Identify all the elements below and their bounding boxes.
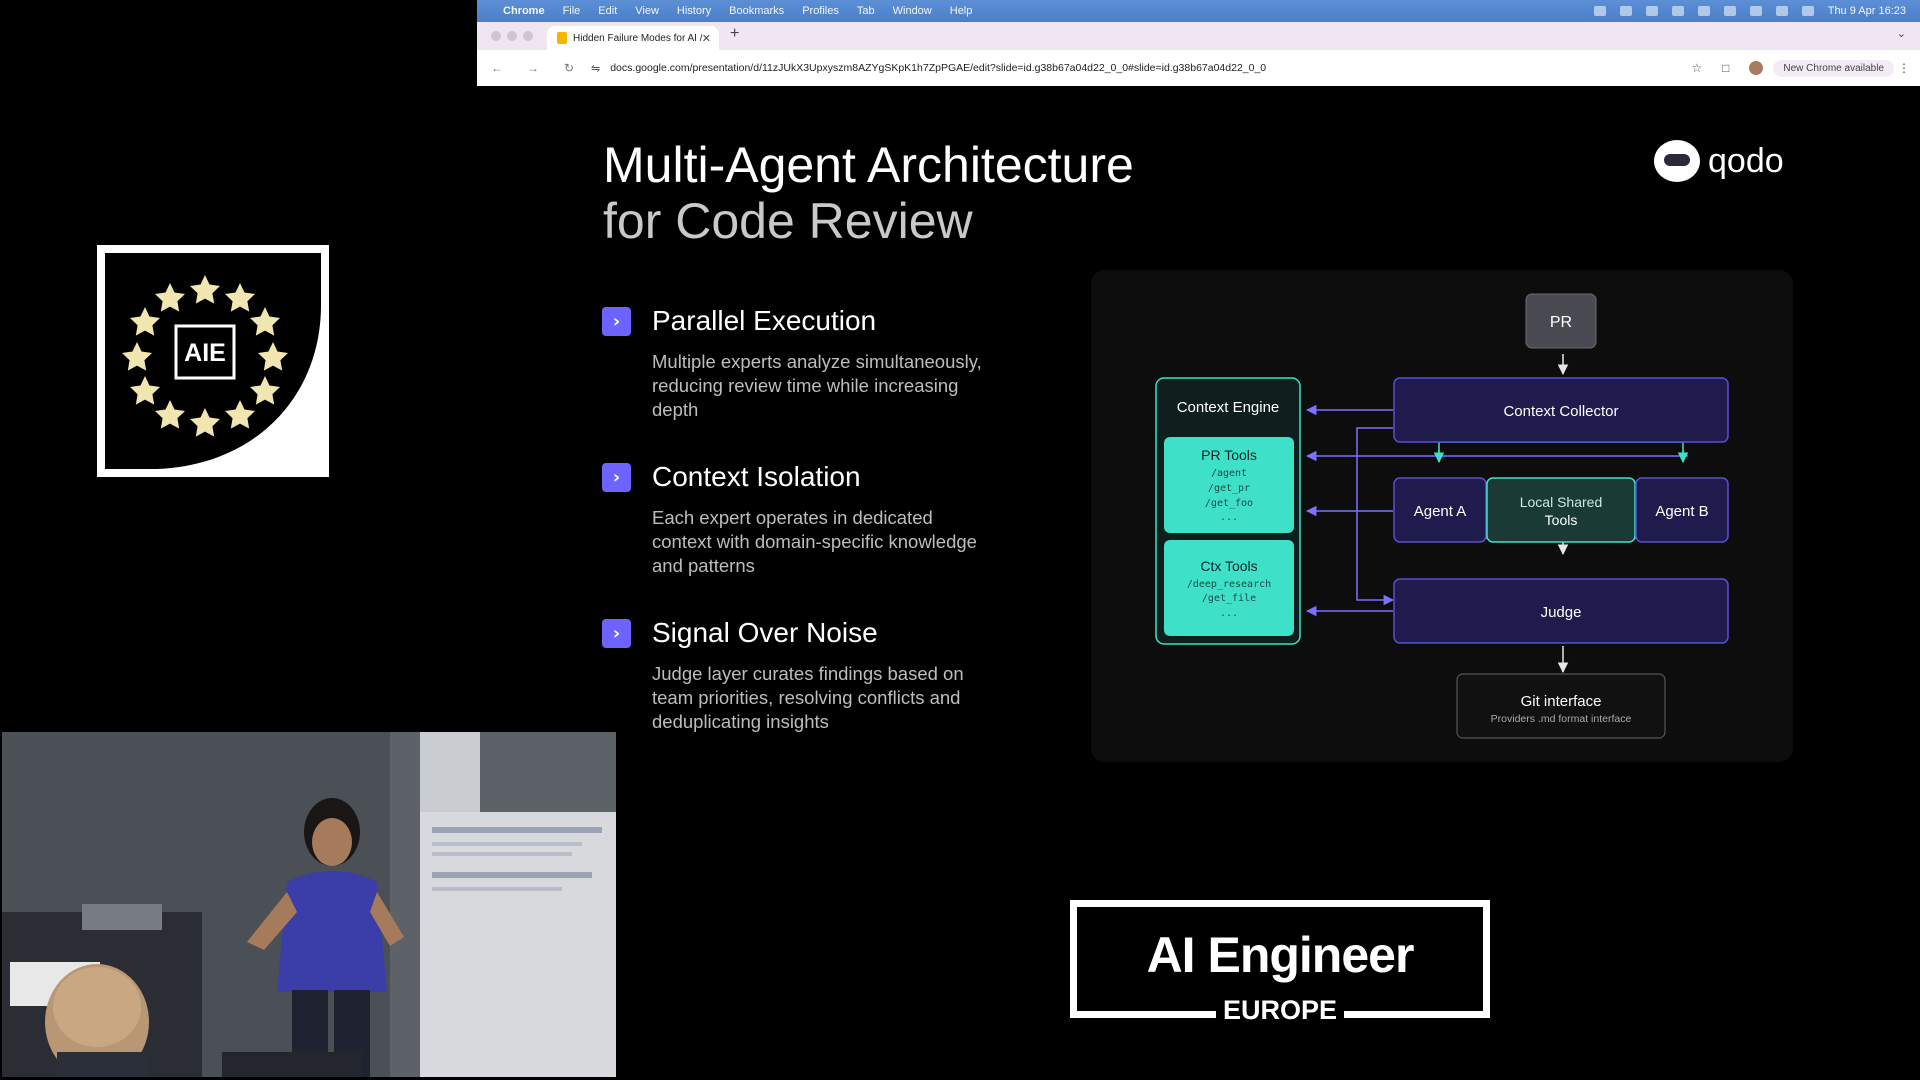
- speaker-video-feed: [2, 732, 616, 1077]
- menu-view[interactable]: View: [635, 5, 659, 17]
- menubar-clock[interactable]: Thu 9 Apr 16:23: [1827, 5, 1906, 17]
- edge-collector-agents: [1438, 441, 1684, 462]
- context-engine-label: Context Engine: [1177, 399, 1280, 416]
- menu-file[interactable]: File: [562, 5, 581, 17]
- status-icon[interactable]: [1593, 6, 1606, 16]
- agent-b-label: Agent B: [1655, 503, 1708, 520]
- close-window-button[interactable]: [491, 31, 501, 41]
- node-context-engine: Context Engine PR Tools /agent /get_pr /…: [1155, 377, 1301, 645]
- menubar-status-area: Thu 9 Apr 16:23: [1593, 5, 1906, 17]
- status-icon[interactable]: [1671, 6, 1684, 16]
- qodo-wordmark: qodo: [1708, 141, 1784, 180]
- reload-icon[interactable]: ↻: [563, 61, 575, 75]
- status-icon[interactable]: [1645, 6, 1658, 16]
- feature-heading: Signal Over Noise: [652, 617, 878, 648]
- edge-agentb-context-engine: [1305, 450, 1688, 462]
- menu-window[interactable]: Window: [892, 5, 932, 17]
- ai-engineer-europe-logo: AI Engineer EUROPE: [1070, 900, 1490, 1026]
- slide-title: Multi-Agent Architecture: [603, 137, 1134, 193]
- feature-description: Multiple experts analyze simultaneously,…: [652, 351, 982, 420]
- menu-bookmarks[interactable]: Bookmarks: [729, 5, 785, 17]
- node-agent-b: Agent B: [1635, 477, 1729, 543]
- pr-tools-title: PR Tools: [1201, 447, 1257, 463]
- pr-tools-item: /get_pr: [1208, 483, 1250, 494]
- node-local-shared-tools: Local Shared Tools: [1486, 477, 1636, 543]
- menu-profiles[interactable]: Profiles: [802, 5, 839, 17]
- macos-menubar: Chrome File Edit View History Bookmarks …: [477, 0, 1920, 22]
- back-arrow-icon[interactable]: ←: [491, 61, 503, 75]
- menu-tab[interactable]: Tab: [856, 5, 875, 17]
- node-pr-label: PR: [1550, 314, 1572, 331]
- chevron-right-icon: ›: [602, 307, 631, 336]
- status-icon[interactable]: [1619, 6, 1632, 16]
- chevron-right-icon: ›: [602, 463, 631, 492]
- node-judge: Judge: [1393, 578, 1729, 644]
- battery-icon[interactable]: [1723, 6, 1736, 16]
- git-interface-title: Git interface: [1521, 693, 1602, 710]
- pr-tools-item: ...: [1220, 512, 1238, 523]
- site-info-icon[interactable]: ⇋: [591, 62, 601, 75]
- feature-parallel-execution: › Parallel Execution Multiple experts an…: [602, 305, 1022, 420]
- tab-search-chevron-icon[interactable]: ⌄: [1896, 27, 1906, 40]
- menu-history[interactable]: History: [676, 5, 712, 17]
- wifi-icon[interactable]: [1749, 6, 1762, 16]
- tab-title: Hidden Failure Modes for AI /: [573, 32, 702, 44]
- status-icon[interactable]: [1697, 6, 1710, 16]
- minimize-window-button[interactable]: [507, 31, 517, 41]
- extensions-icon[interactable]: □: [1722, 61, 1730, 75]
- feature-heading: Parallel Execution: [652, 305, 877, 336]
- judge-label: Judge: [1541, 604, 1582, 621]
- pr-tools-item: /get_foo: [1205, 498, 1253, 509]
- feature-description: Judge layer curates findings based on te…: [652, 663, 964, 732]
- git-interface-subtitle: Providers .md format interface: [1491, 713, 1632, 725]
- menu-edit[interactable]: Edit: [598, 5, 618, 17]
- tab-close-icon[interactable]: ✕: [701, 32, 711, 45]
- slide-subtitle: for Code Review: [603, 193, 973, 249]
- node-pr: PR: [1525, 293, 1597, 349]
- local-shared-tools-line1: Local Shared: [1520, 494, 1603, 510]
- agent-a-label: Agent A: [1414, 503, 1467, 520]
- qodo-mascot-icon: [1654, 140, 1700, 182]
- address-bar[interactable]: docs.google.com/presentation/d/11zJUkX3U…: [610, 62, 1267, 74]
- ctx-tools-item: ...: [1220, 608, 1238, 619]
- menu-app[interactable]: Chrome: [503, 5, 545, 17]
- local-shared-tools-line2: Tools: [1545, 512, 1578, 528]
- browser-tab-active[interactable]: Hidden Failure Modes for AI / ✕: [547, 26, 719, 50]
- star-ring-icon: [122, 275, 288, 437]
- feature-description: Each expert operates in dedicated contex…: [652, 507, 977, 576]
- tab-strip: Hidden Failure Modes for AI / ✕ + ⌄: [477, 22, 1920, 50]
- chevron-right-icon: ›: [602, 619, 631, 648]
- aie-badge-text: AIE: [184, 339, 226, 367]
- bookmark-star-icon[interactable]: ☆: [1691, 61, 1703, 75]
- architecture-diagram: PR Context Engine PR Tools /agent /get_p…: [1155, 293, 1729, 739]
- menu-help[interactable]: Help: [949, 5, 973, 17]
- node-git-interface: Git interface Providers .md format inter…: [1456, 673, 1666, 739]
- ctx-tools-item: /get_file: [1202, 593, 1256, 604]
- aie-logo: AIE: [97, 245, 329, 477]
- feature-context-isolation: › Context Isolation Each expert operates…: [602, 461, 1022, 576]
- feature-signal-over-noise: › Signal Over Noise Judge layer curates …: [602, 617, 1022, 732]
- feature-heading: Context Isolation: [652, 461, 861, 492]
- pr-tools-item: /agent: [1211, 468, 1247, 479]
- ctx-tools-item: /deep_research: [1187, 579, 1271, 590]
- context-collector-label: Context Collector: [1503, 403, 1618, 420]
- profile-avatar[interactable]: [1749, 61, 1764, 75]
- search-icon[interactable]: [1775, 6, 1788, 16]
- more-menu-icon[interactable]: ⋮: [1898, 61, 1910, 75]
- slides-favicon-icon: [557, 32, 567, 44]
- node-agent-a: Agent A: [1393, 477, 1487, 543]
- control-center-icon[interactable]: [1801, 6, 1814, 16]
- update-chrome-button[interactable]: New Chrome available: [1773, 59, 1894, 77]
- conference-name: AI Engineer: [1146, 927, 1415, 983]
- browser-window: Chrome File Edit View History Bookmarks …: [477, 0, 1920, 86]
- node-context-collector: Context Collector: [1393, 377, 1729, 443]
- qodo-logo: qodo: [1654, 136, 1788, 186]
- new-tab-button[interactable]: +: [730, 25, 740, 42]
- zoom-window-button[interactable]: [523, 31, 533, 41]
- edge-collector-judge: [1356, 427, 1395, 606]
- ctx-tools-title: Ctx Tools: [1200, 558, 1257, 574]
- browser-toolbar: ← → ↻ ⇋ docs.google.com/presentation/d/1…: [477, 50, 1920, 86]
- conference-region: EUROPE: [1216, 994, 1344, 1026]
- forward-arrow-icon[interactable]: →: [527, 61, 539, 75]
